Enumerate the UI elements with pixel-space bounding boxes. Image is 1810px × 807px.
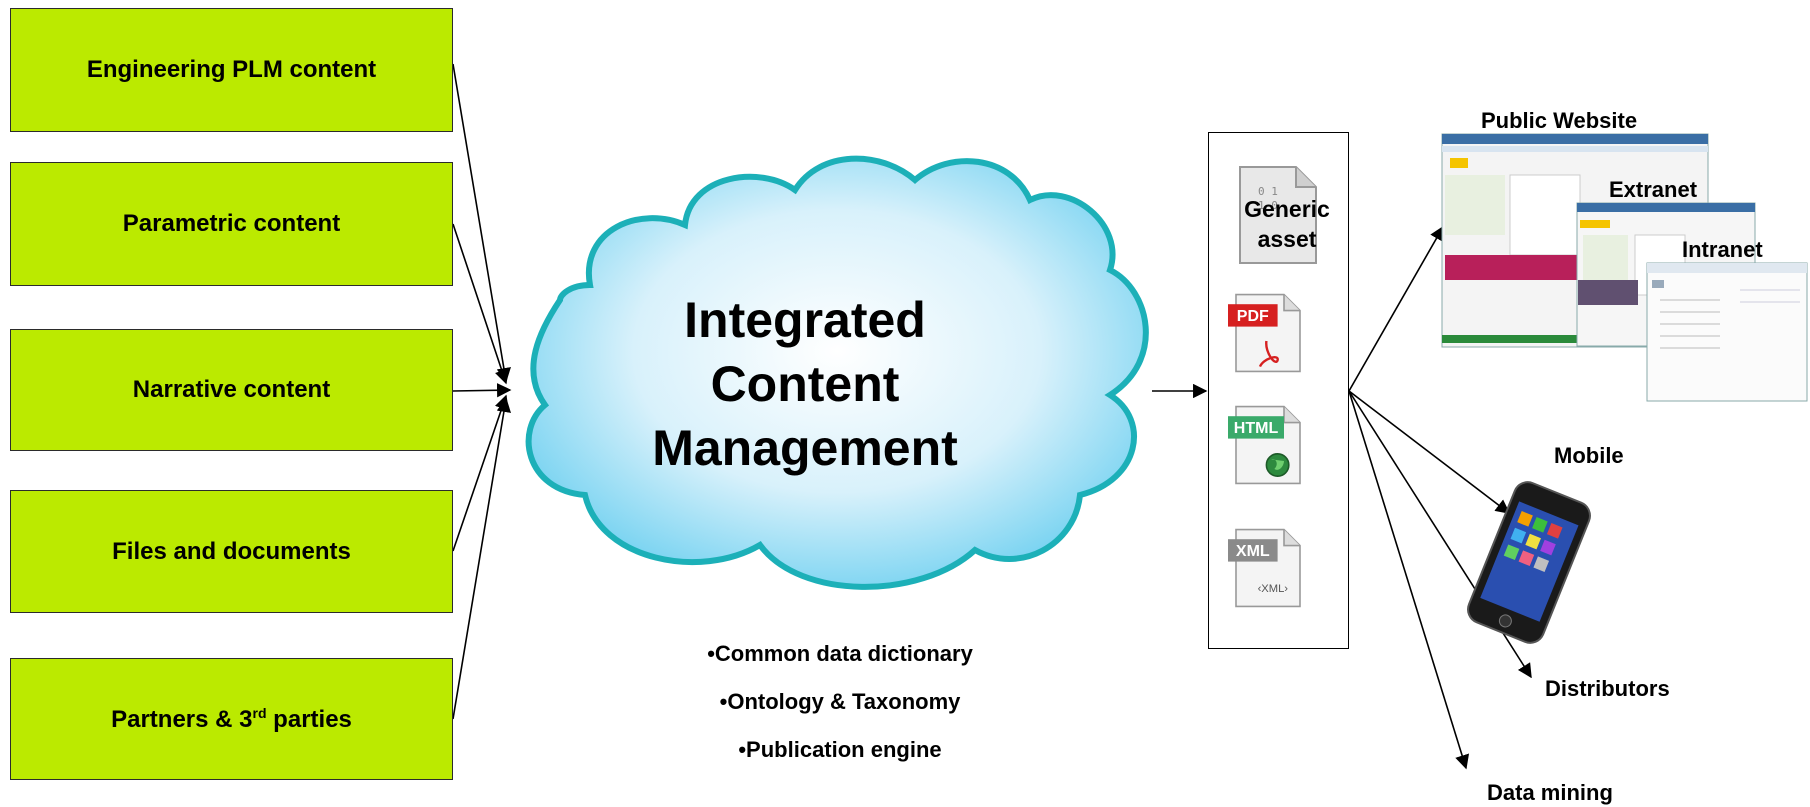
output-data-mining: Data mining: [1487, 780, 1613, 805]
source-label: Parametric content: [122, 210, 341, 237]
arrow-parametric: [452, 223, 509, 385]
generic-document-icon: 0 1 1 0: [1239, 166, 1317, 264]
arrow-engineering: [452, 63, 511, 383]
source-narrative: Narrative content: [10, 329, 453, 451]
source-partners: Partners & 3rd parties: [10, 658, 453, 780]
arrow-partners: [452, 397, 511, 720]
source-engineering-plm: Engineering PLM content: [10, 8, 453, 132]
feature-list: •Common data dictionary •Ontology & Taxo…: [660, 636, 1020, 780]
mobile-phone-icon: [1467, 481, 1591, 644]
arrow-to-mobile: [1348, 390, 1511, 514]
arrow-to-website: [1348, 225, 1444, 392]
xml-body: ‹XML›: [1258, 583, 1289, 595]
output-mobile: Mobile: [1554, 443, 1624, 468]
arrow-narrative: [452, 383, 512, 398]
output-intranet: Intranet: [1682, 237, 1763, 262]
pdf-tag: PDF: [1237, 308, 1269, 325]
source-files-documents: Files and documents: [10, 490, 453, 613]
cloud-title: Integrated Content Management: [652, 292, 958, 476]
output-extranet: Extranet: [1609, 177, 1698, 202]
output-distributors: Distributors: [1545, 676, 1670, 701]
cloud-shape: [525, 155, 1149, 590]
source-label: Engineering PLM content: [86, 56, 377, 83]
source-label: Files and documents: [112, 537, 351, 565]
generic-asset-label: Generic asset: [1244, 196, 1330, 252]
html-tag: HTML: [1234, 420, 1279, 437]
arrow-files: [452, 394, 509, 552]
output-public-website: Public Website: [1481, 108, 1638, 133]
xml-tag: XML: [1236, 543, 1270, 560]
svg-text:1 0: 1 0: [1258, 199, 1278, 212]
arrow-to-datamining: [1348, 390, 1470, 770]
source-label: Partners & 3rd parties: [111, 704, 352, 733]
xml-document-icon: XML ‹XML›: [1228, 528, 1301, 608]
feature-item: •Publication engine: [738, 737, 942, 762]
feature-item: •Common data dictionary: [707, 641, 973, 666]
source-label: Narrative content: [132, 376, 331, 403]
website-screenshots: [1441, 133, 1808, 402]
pdf-document-icon: PDF: [1228, 293, 1301, 373]
html-document-icon: HTML: [1228, 405, 1301, 485]
source-parametric: Parametric content: [10, 162, 453, 286]
feature-item: •Ontology & Taxonomy: [719, 689, 961, 714]
svg-text:0 1: 0 1: [1258, 185, 1278, 198]
